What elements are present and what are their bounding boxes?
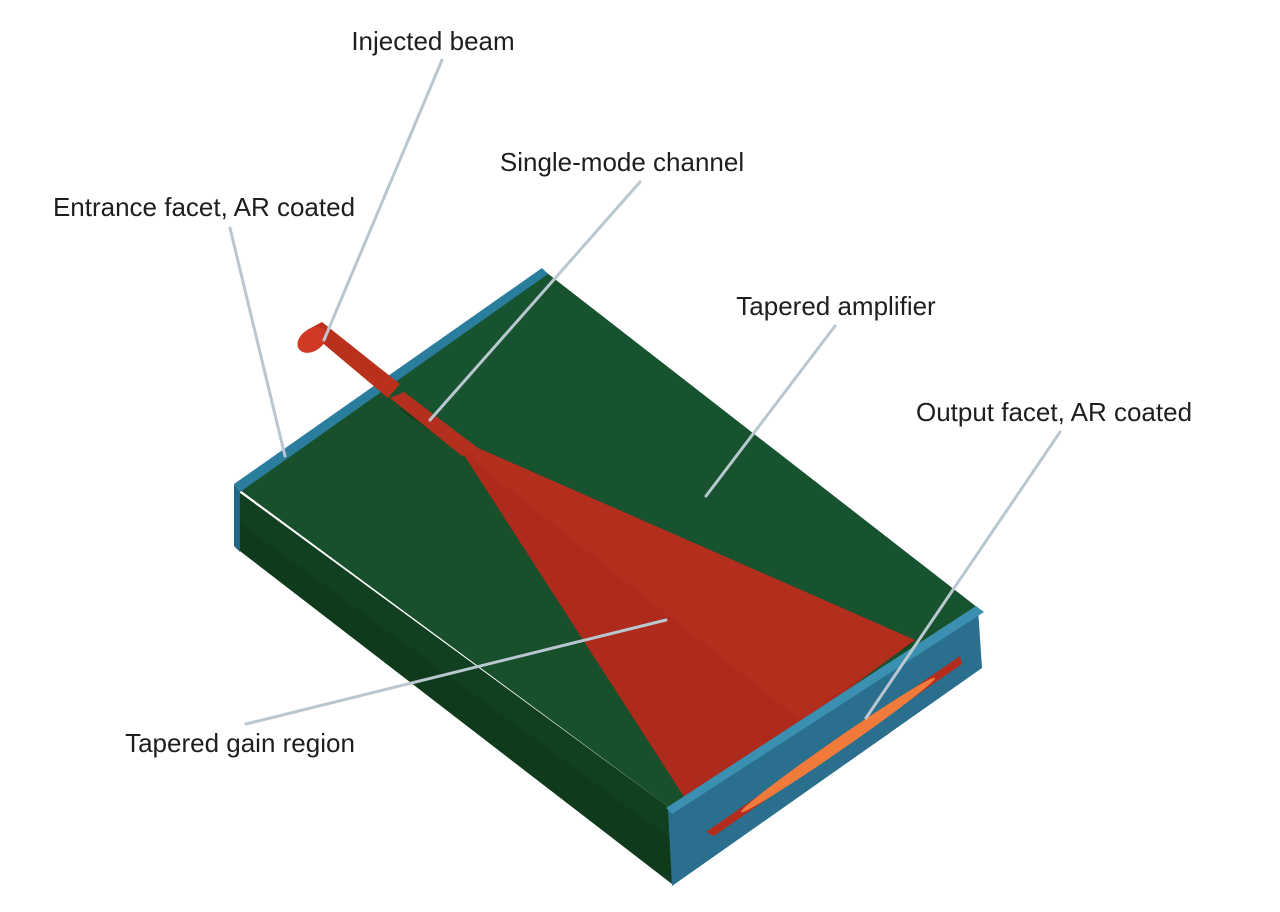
label-tapered-gain-region: Tapered gain region [125,728,355,758]
injected-beam-end-cap [297,327,327,353]
leader-single-mode-channel [428,180,642,422]
label-entrance-facet: Entrance facet, AR coated [53,192,355,222]
gain-region-shade [462,448,915,720]
single-mode-channel [390,392,478,456]
output-facet-top-edge [666,606,984,814]
output-emission-spot [740,677,936,813]
entrance-facet-left-edge [234,484,240,552]
label-single-mode-channel: Single-mode channel [500,147,744,177]
label-injected-beam: Injected beam [351,26,514,56]
leader-entrance-facet [228,226,287,458]
label-tapered-amplifier: Tapered amplifier [736,291,936,321]
injected-beam [297,322,400,398]
label-output-facet: Output facet, AR coated [916,397,1192,427]
ridge-block-top [386,270,978,640]
chip-left-side-upper [236,490,670,838]
injected-beam-body [307,322,400,398]
leader-tapered-amplifier [704,324,837,498]
labels: Injected beam Single-mode channel Entran… [53,26,1192,758]
leader-output-facet [864,430,1062,720]
leader-lines [228,58,1062,726]
leader-tapered-gain-region [244,618,668,726]
leader-injected-beam [322,58,444,342]
chip-body [234,268,984,886]
